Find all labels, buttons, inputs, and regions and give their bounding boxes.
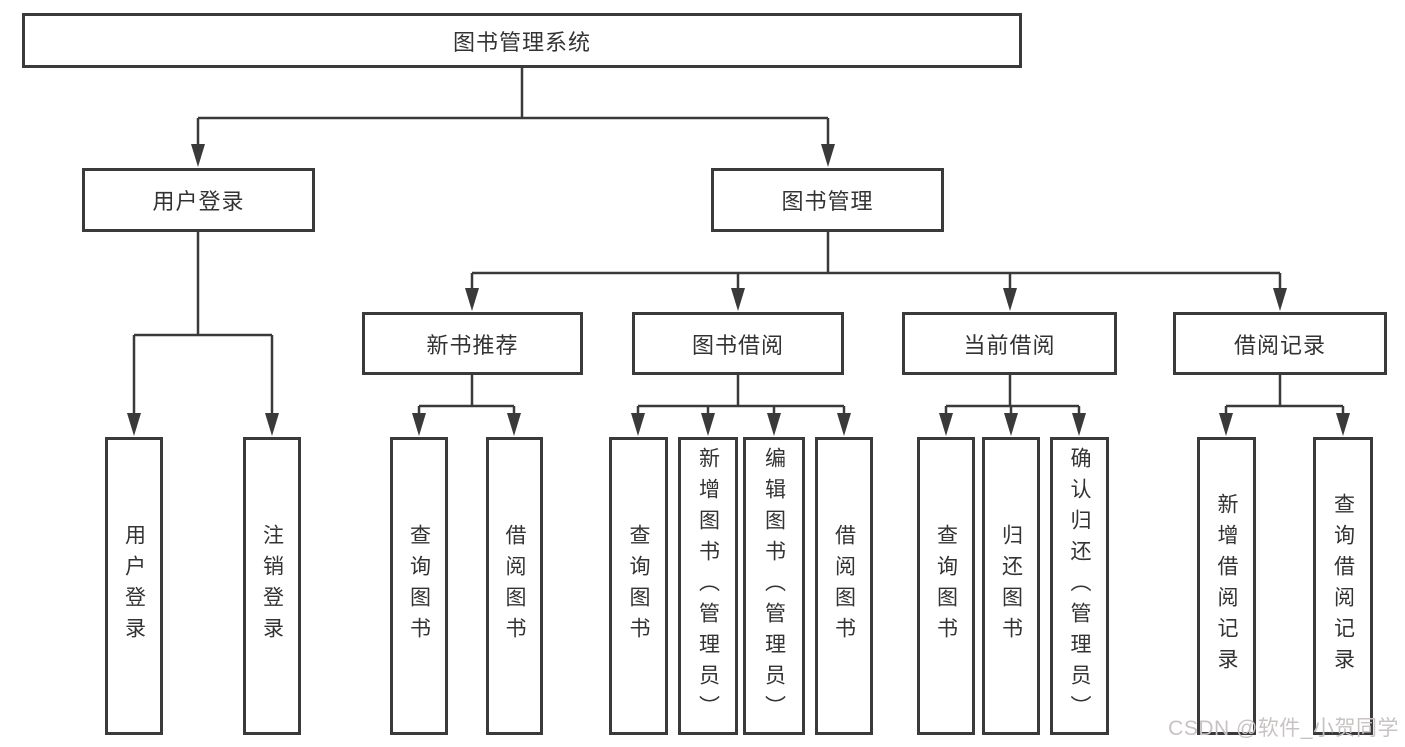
node-label: 确认归还（管理员）: [1068, 446, 1092, 726]
node-label: 借阅图书: [832, 524, 856, 648]
node-nbr-query-books: 查询图书: [390, 437, 448, 735]
node-leaf-user-login: 用户登录: [105, 437, 163, 735]
node-label: 新增图书（管理员）: [696, 446, 720, 726]
node-user-login: 用户登录: [82, 168, 315, 232]
node-label: 新增借阅记录: [1215, 493, 1239, 679]
node-label: 新书推荐: [426, 332, 519, 358]
node-label: 用户登录: [152, 189, 245, 214]
node-nbr-borrow-books: 借阅图书: [486, 437, 543, 735]
node-new-book-recommend: 新书推荐: [362, 312, 583, 375]
csdn-watermark: CSDN @软件_小贺同学: [1168, 717, 1399, 740]
node-borrowing-records: 借阅记录: [1173, 312, 1387, 375]
node-book-management: 图书管理: [711, 168, 944, 232]
node-label: 图书管理: [781, 189, 874, 214]
node-bb-query-books: 查询图书: [609, 437, 668, 735]
node-br-add-record: 新增借阅记录: [1197, 437, 1256, 735]
node-current-borrowing: 当前借阅: [902, 312, 1117, 375]
node-cb-query-books: 查询图书: [917, 437, 975, 735]
node-label: 归还图书: [999, 524, 1023, 648]
node-label: 用户登录: [122, 524, 146, 648]
node-label: 图书借阅: [691, 332, 784, 358]
node-label: 查询图书: [407, 524, 431, 648]
node-library-system: 图书管理系统: [22, 13, 1022, 68]
node-label: 查询借阅记录: [1331, 493, 1355, 679]
node-label: 查询图书: [627, 524, 651, 648]
node-bb-add-books-admin: 新增图书（管理员）: [678, 437, 738, 735]
node-label: 借阅图书: [503, 524, 527, 648]
node-label: 图书管理系统: [452, 29, 591, 55]
node-leaf-logout: 注销登录: [243, 437, 301, 735]
node-label: 借阅记录: [1233, 332, 1326, 358]
node-label: 当前借阅: [963, 332, 1056, 358]
node-cb-return-books: 归还图书: [982, 437, 1040, 735]
node-label: 编辑图书（管理员）: [762, 446, 786, 726]
node-bb-edit-books-admin: 编辑图书（管理员）: [743, 437, 805, 735]
arrowheads: [127, 144, 1350, 436]
node-br-query-record: 查询借阅记录: [1313, 437, 1373, 735]
node-label: 注销登录: [260, 524, 284, 648]
node-cb-confirm-return-admin: 确认归还（管理员）: [1050, 437, 1109, 735]
node-bb-borrow-books: 借阅图书: [815, 437, 873, 735]
node-book-borrowing: 图书借阅: [632, 312, 844, 375]
node-label: 查询图书: [934, 524, 958, 648]
